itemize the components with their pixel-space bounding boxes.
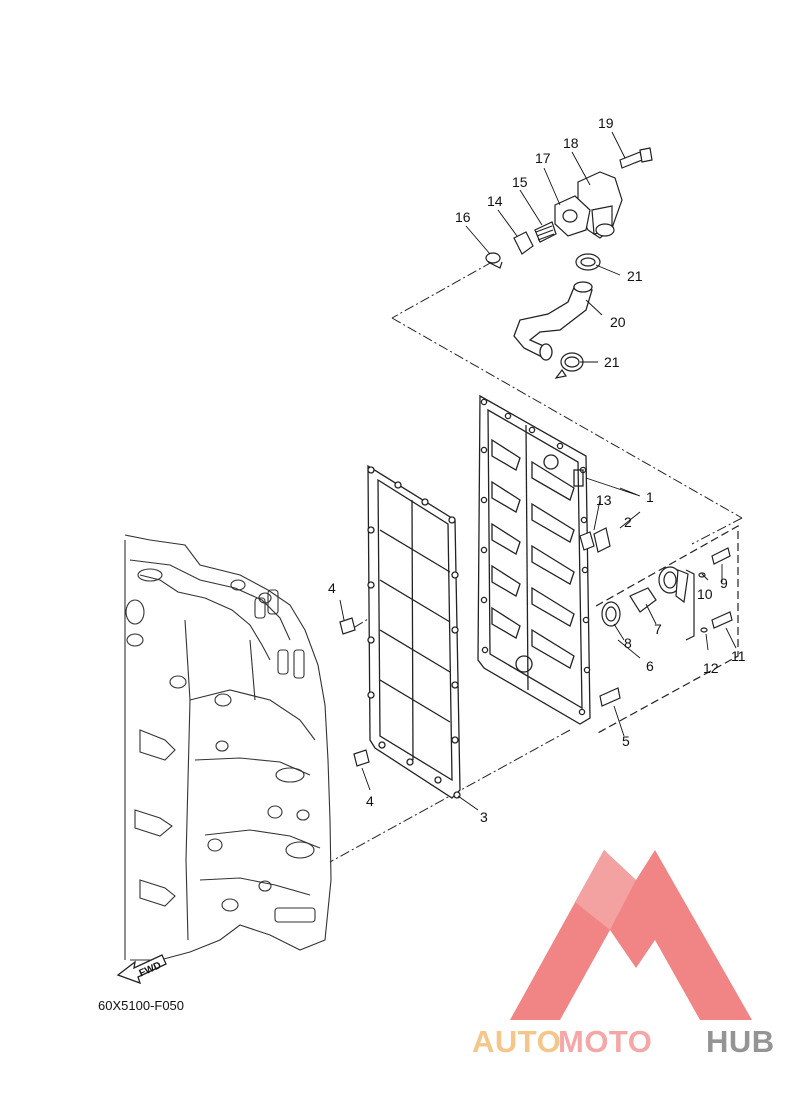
callout-11: 11	[731, 648, 746, 664]
callout-19: 19	[598, 115, 614, 131]
callout-21-upper: 21	[627, 268, 643, 284]
callout-16: 16	[455, 209, 471, 225]
callout-20: 20	[610, 314, 626, 330]
fwd-label: FWD	[138, 960, 163, 979]
callout-14: 14	[487, 193, 503, 209]
callout-5: 5	[622, 733, 630, 749]
callout-1: 1	[646, 489, 654, 505]
callout-17: 17	[535, 150, 551, 166]
callout-12: 12	[703, 660, 719, 676]
reference-code: 60X5100-F050	[98, 998, 184, 1013]
callout-18: 18	[563, 135, 579, 151]
callout-3: 3	[480, 809, 488, 825]
callout-6: 6	[646, 658, 654, 674]
exhaust-cover-1	[477, 394, 591, 725]
callout-10: 10	[697, 586, 713, 602]
brand-auto: AUTO	[472, 1024, 561, 1059]
gasket-3	[367, 464, 461, 799]
brand-hub: HUB	[706, 1024, 775, 1059]
engine-block	[124, 534, 332, 961]
automotohub-logo: AUTO MOTO HUB	[472, 850, 775, 1059]
callout-2: 2	[624, 514, 632, 530]
callout-4-lower: 4	[366, 793, 374, 809]
callout-labels: 19 18 17 15 14 16 21 20 21 1 13 2 9 10 7…	[328, 115, 746, 825]
callout-9: 9	[720, 575, 728, 591]
bolts-4	[339, 617, 370, 767]
callout-8: 8	[624, 635, 632, 651]
brand-moto: MOTO	[558, 1024, 652, 1059]
callout-15: 15	[512, 174, 528, 190]
hose-20	[513, 281, 593, 361]
callout-13: 13	[596, 492, 612, 508]
leader-lines	[339, 131, 737, 811]
thermostat-group	[485, 147, 653, 271]
clamp-21-lower	[554, 352, 584, 379]
callout-7: 7	[654, 621, 662, 637]
callout-21-lower: 21	[604, 354, 620, 370]
callout-4-upper: 4	[328, 580, 336, 596]
